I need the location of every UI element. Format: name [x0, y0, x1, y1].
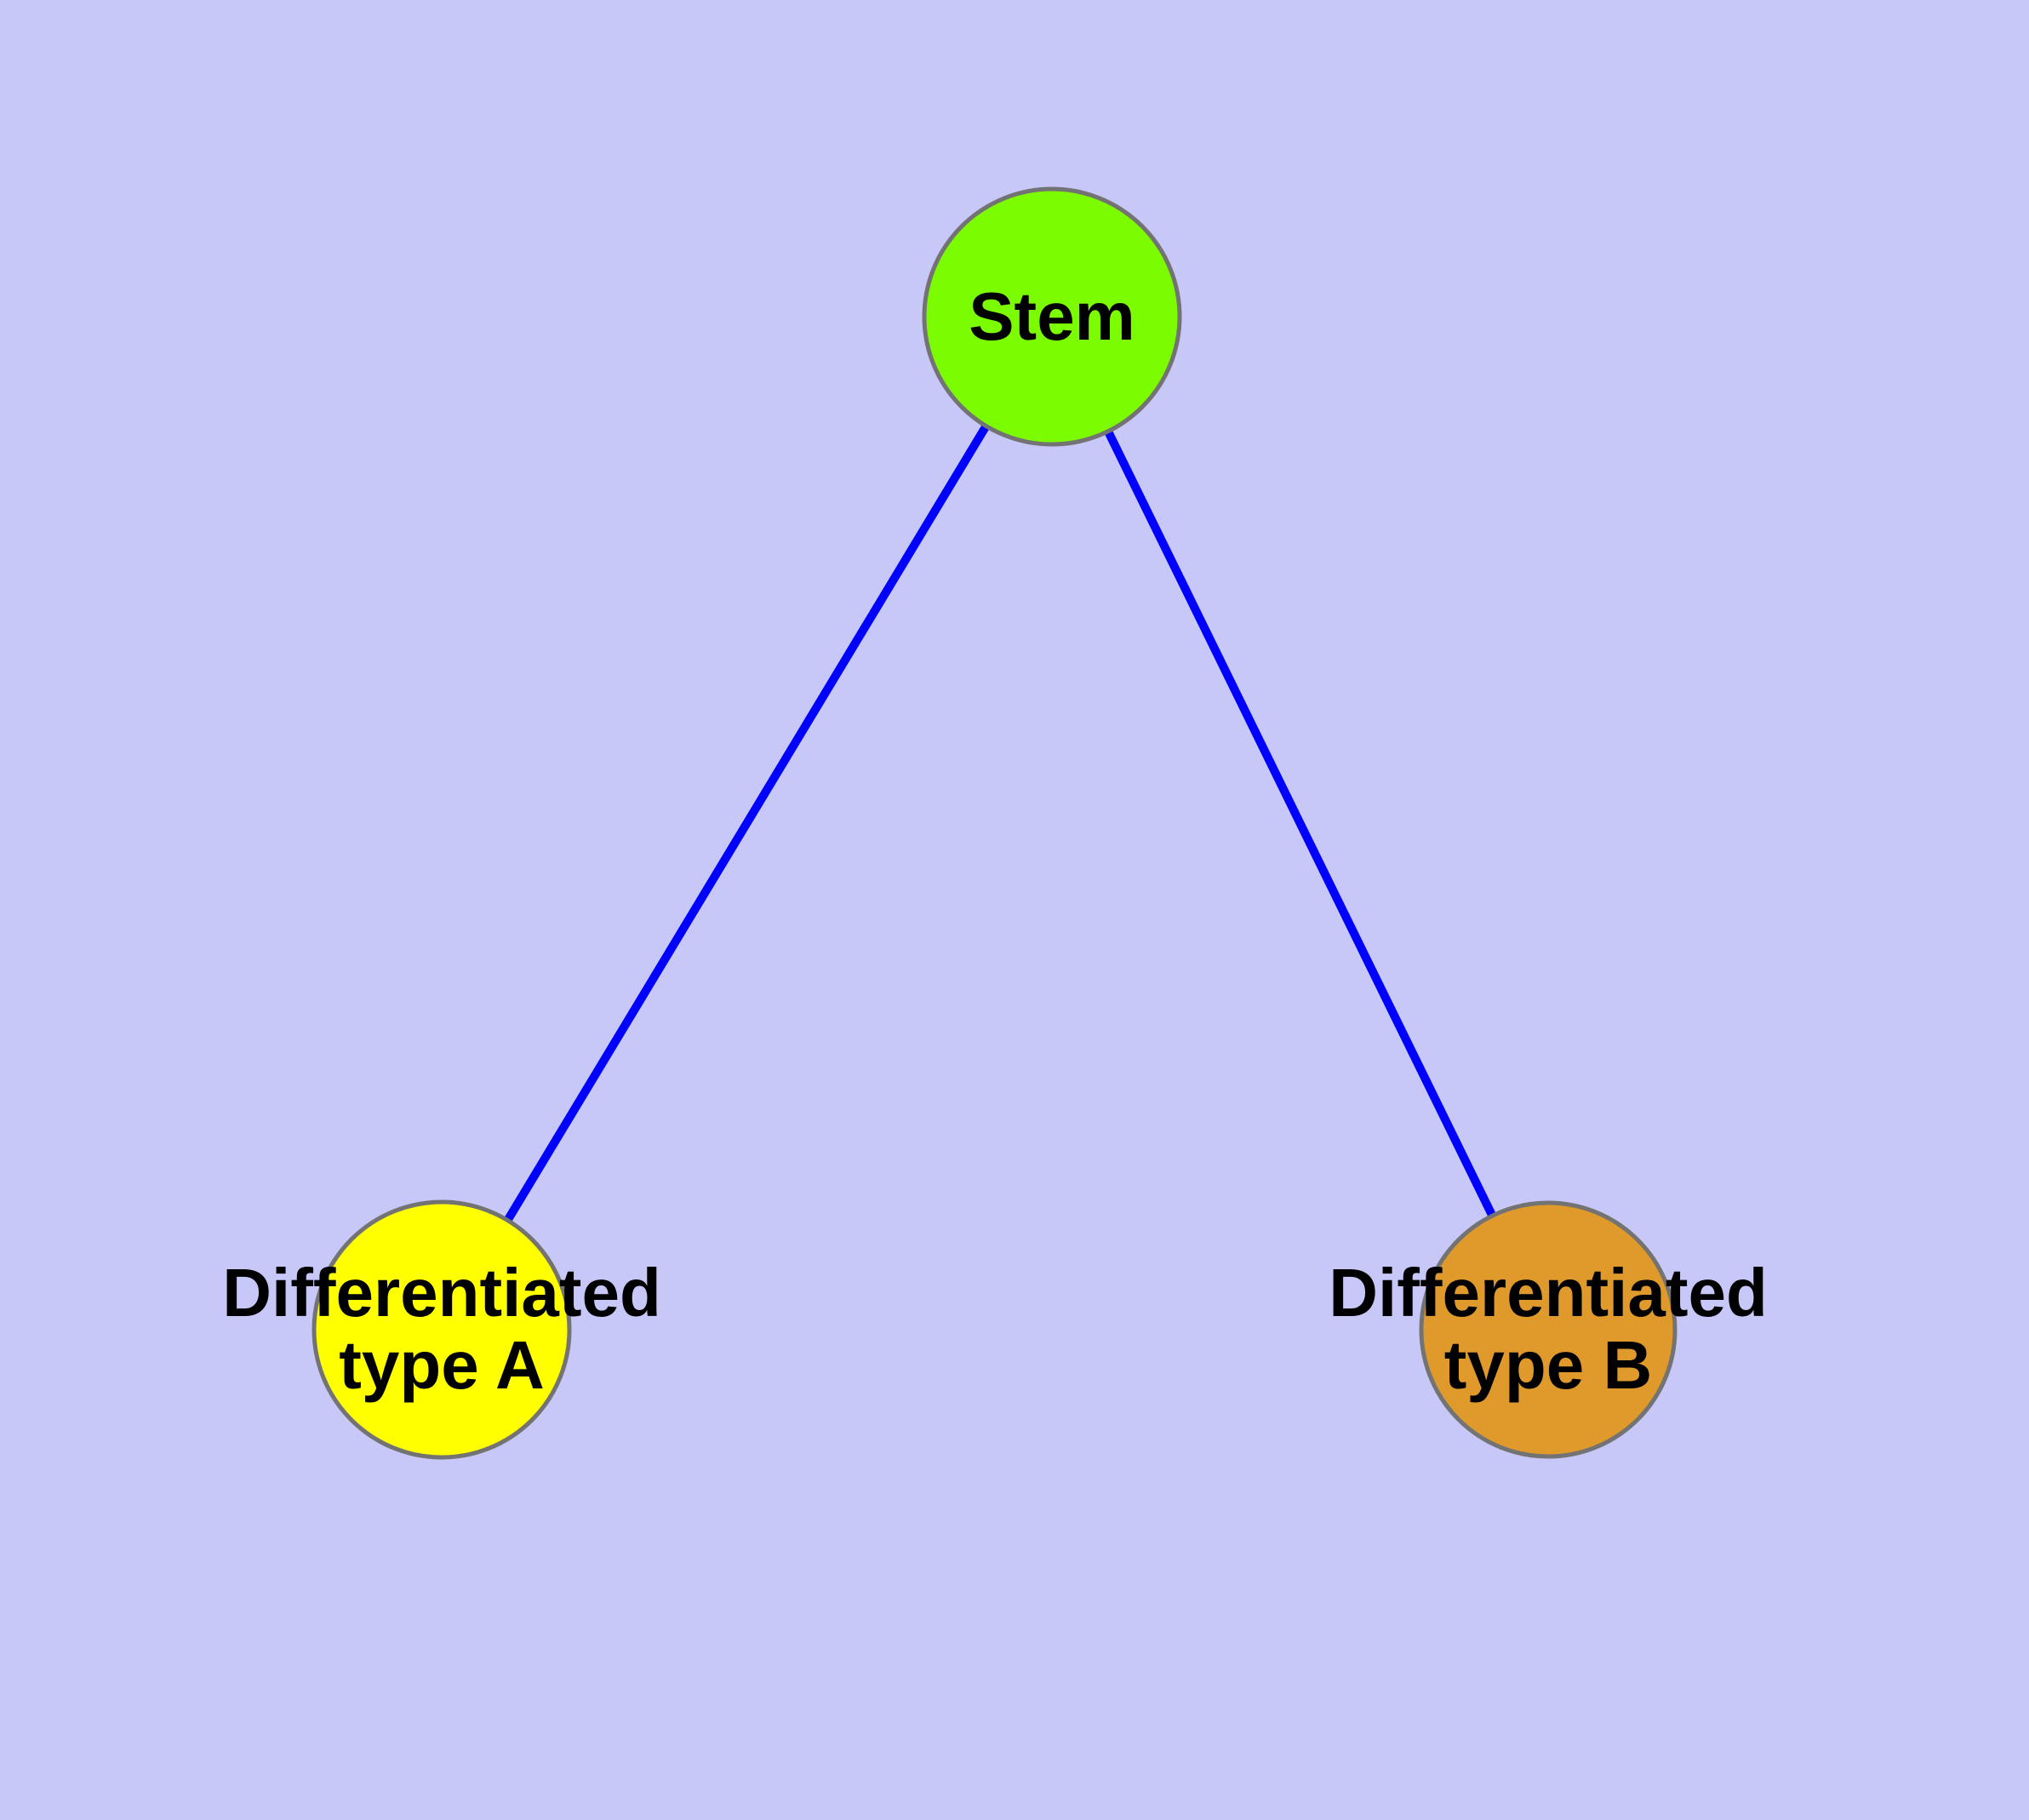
- graph-edge[interactable]: [505, 425, 989, 1222]
- graph-edge[interactable]: [1105, 431, 1496, 1216]
- graph-node-diff-a[interactable]: [311, 1199, 572, 1460]
- node-layer: [311, 186, 1677, 1460]
- graph-node-diff-b[interactable]: [1419, 1200, 1677, 1459]
- graph-node-stem[interactable]: [922, 186, 1182, 447]
- edge-layer: [505, 425, 1496, 1222]
